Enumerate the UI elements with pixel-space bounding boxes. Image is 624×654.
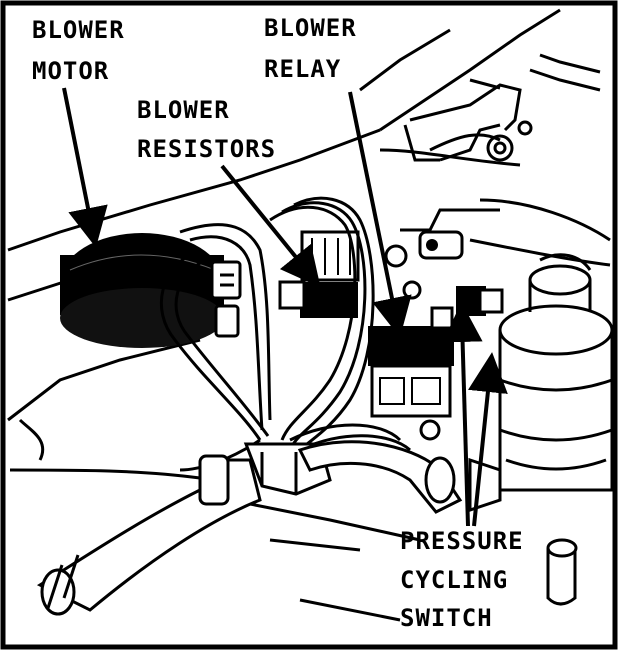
leader-lines bbox=[62, 87, 508, 527]
label-pressure-cycling-switch-line2: CYCLING bbox=[400, 566, 509, 594]
label-pressure-cycling-switch-line3: SWITCH bbox=[400, 604, 493, 632]
label-blower-resistors-line1: BLOWER bbox=[137, 96, 230, 124]
label-blower-motor-line2: MOTOR bbox=[32, 57, 110, 85]
arrow-pressure-switch-1 bbox=[442, 302, 483, 527]
arrow-blower-motor bbox=[62, 87, 108, 248]
accumulator bbox=[498, 264, 614, 606]
motor-connector bbox=[210, 260, 242, 338]
fittings bbox=[384, 244, 592, 441]
arrow-pressure-switch-2 bbox=[468, 352, 508, 527]
arrow-blower-resistors bbox=[220, 164, 321, 288]
blower-resistors bbox=[278, 230, 360, 318]
label-blower-relay-line1: BLOWER bbox=[264, 14, 357, 42]
blower-relay bbox=[368, 306, 454, 418]
pressure-cycling-switch bbox=[418, 230, 504, 316]
label-pressure-cycling-switch-line1: PRESSURE bbox=[400, 527, 524, 555]
arrow-blower-relay bbox=[348, 91, 412, 338]
label-blower-motor-line1: BLOWER bbox=[32, 16, 125, 44]
label-blower-relay-line2: RELAY bbox=[264, 55, 342, 83]
upper-bracket bbox=[403, 83, 533, 162]
label-blower-resistors-line2: RESISTORS bbox=[137, 135, 277, 163]
